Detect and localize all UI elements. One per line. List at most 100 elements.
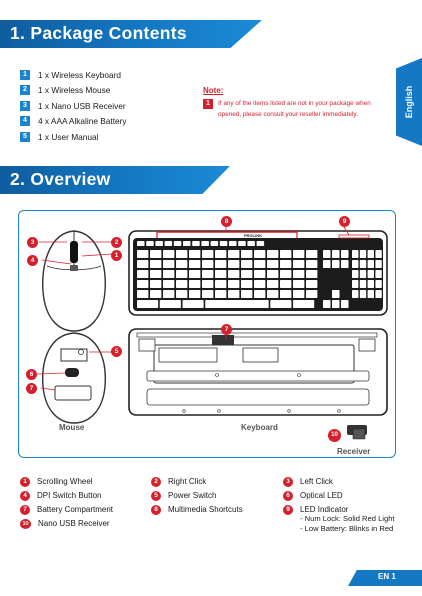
keyboard-key <box>137 250 149 258</box>
legend-text: Scrolling Wheel <box>37 477 93 486</box>
keyboard-key <box>306 290 318 298</box>
keyboard-key <box>267 270 279 278</box>
keyboard-key <box>367 290 374 298</box>
item-number-badge: 2 <box>20 85 30 96</box>
language-tab-label: English <box>404 85 414 119</box>
legend-number: 1 <box>20 477 30 487</box>
keyboard-key <box>163 270 175 278</box>
legend-text: Multimedia Shortcuts <box>168 505 243 514</box>
keyboard-key <box>341 300 349 308</box>
legend-text: LED Indicator <box>300 505 349 514</box>
keyboard-key <box>367 250 374 258</box>
mouse-bottom-illustration <box>42 332 106 424</box>
mouse-top-illustration <box>42 230 106 332</box>
keyboard-key <box>267 260 279 268</box>
keyboard-key <box>210 241 219 246</box>
keyboard-key <box>228 290 240 298</box>
keyboard-keys <box>137 241 382 308</box>
list-item: 1 1 x Wireless Keyboard <box>20 67 127 83</box>
keyboard-key <box>189 290 201 298</box>
legend-text: Power Switch <box>168 491 217 500</box>
keyboard-key <box>293 280 305 288</box>
keyboard-key <box>176 270 188 278</box>
note-text: If any of the items listed are not in yo… <box>218 98 371 120</box>
keyboard-key <box>215 280 227 288</box>
keyboard-key <box>254 270 266 278</box>
keyboard-key <box>332 260 340 268</box>
keyboard-key <box>150 270 162 278</box>
callout-3: 3 <box>27 237 38 248</box>
keyboard-key <box>164 241 173 246</box>
note-line: opened, please consult your reseller imm… <box>218 111 358 118</box>
legend-number: 2 <box>151 477 161 487</box>
keyboard-key <box>215 270 227 278</box>
keyboard-key <box>189 250 201 258</box>
keyboard-key <box>352 280 359 288</box>
legend-item: 9 LED Indicator - Num Lock: Solid Red Li… <box>283 505 395 534</box>
keyboard-key <box>201 241 209 246</box>
keyboard-key <box>150 290 162 298</box>
section-banner-overview: 2. Overview <box>0 166 230 194</box>
keyboard-key <box>241 270 253 278</box>
keyboard-key <box>254 260 266 268</box>
keyboard-key <box>176 250 188 258</box>
keyboard-key <box>183 241 191 246</box>
keyboard-key <box>163 280 175 288</box>
legend-number: 4 <box>20 491 30 501</box>
keyboard-key <box>176 290 188 298</box>
keyboard-key <box>375 260 382 268</box>
keyboard-key <box>359 260 367 268</box>
legend-text: Right Click <box>168 477 207 486</box>
keyboard-key <box>352 290 359 298</box>
callout-7-keyboard: 7 <box>221 324 232 335</box>
section-banner-package-contents: 1. Package Contents <box>0 20 262 48</box>
keyboard-key <box>215 250 227 258</box>
keyboard-key <box>176 260 188 268</box>
callout-7: 7 <box>26 383 37 394</box>
mouse-label: Mouse <box>59 423 85 432</box>
keyboard-key <box>137 280 149 288</box>
keyboard-key <box>219 241 228 246</box>
keyboard-key <box>293 260 305 268</box>
note-row: 1 If any of the items listed are not in … <box>203 98 393 120</box>
keyboard-key <box>182 300 204 308</box>
keyboard-key <box>238 241 246 246</box>
page-number: EN 1 <box>378 572 396 581</box>
led-detail: - Low Battery: Blinks in Red <box>300 524 394 533</box>
keyboard-key <box>228 250 240 258</box>
dpi-button-shape <box>70 265 78 271</box>
keyboard-key <box>189 280 201 288</box>
keyboard-key <box>202 290 214 298</box>
keyboard-key <box>150 250 162 258</box>
banner-background <box>0 166 230 194</box>
keyboard-key <box>367 260 374 268</box>
callout-1: 1 <box>111 250 122 261</box>
item-text: 1 x Wireless Keyboard <box>38 69 122 80</box>
item-number-badge: 1 <box>20 69 30 80</box>
note-box: Note: 1 If any of the items listed are n… <box>203 86 393 120</box>
keyboard-key <box>359 290 367 298</box>
legend-item: 1 Scrolling Wheel <box>20 477 93 487</box>
keyboard-key <box>367 270 374 278</box>
legend-text: Nano USB Receiver <box>38 519 110 528</box>
legend-text-group: LED Indicator - Num Lock: Solid Red Ligh… <box>300 505 395 534</box>
keyboard-key <box>367 280 374 288</box>
keyboard-key <box>293 300 315 308</box>
keyboard-key <box>280 260 292 268</box>
legend-number: 3 <box>283 477 293 487</box>
keyboard-key <box>173 241 182 246</box>
callout-2: 2 <box>111 237 122 248</box>
keyboard-key <box>293 290 305 298</box>
keyboard-key <box>150 280 162 288</box>
callout-4: 4 <box>27 255 38 266</box>
keyboard-key <box>280 270 292 278</box>
legend-number: 9 <box>283 505 293 515</box>
keyboard-key <box>202 250 214 258</box>
item-number-badge: 3 <box>20 100 30 111</box>
